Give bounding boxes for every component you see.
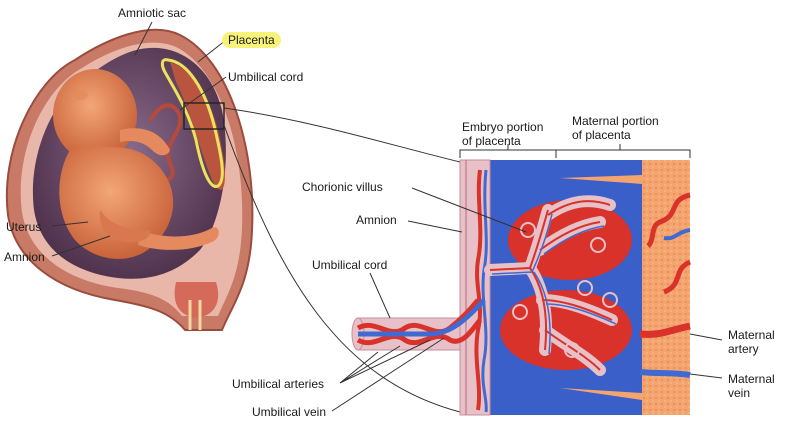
label-maternal-artery: Maternal [728, 328, 775, 342]
label-maternal-vein: Maternal [728, 372, 775, 386]
label-chorionic-villus: Chorionic villus [302, 180, 383, 194]
label-maternal-vein-line2: vein [728, 386, 751, 400]
label-amnion-left: Amnion [4, 250, 45, 264]
label-maternal-portion: Maternal portion [572, 114, 659, 128]
zoom-line-bottom [223, 124, 461, 413]
chorionic-villus [484, 195, 618, 376]
label-umbilical-vein: Umbilical vein [252, 405, 327, 419]
label-maternal-artery-line2: artery [728, 342, 759, 356]
label-uterus: Uterus [6, 220, 42, 234]
maternal-blood-space [488, 160, 646, 415]
fetus [53, 69, 219, 259]
label-amnion-right: Amnion [356, 213, 397, 227]
zoom-line-top [223, 107, 461, 163]
label-embryo-portion-line2: of placenta [462, 134, 521, 148]
label-embryo-portion: Embryo portion [462, 120, 544, 134]
zoom-box [183, 102, 225, 130]
label-amniotic-sac: Amniotic sac [118, 6, 187, 20]
label-maternal-portion-line2: of placenta [572, 128, 631, 142]
uterus-illustration [5, 28, 254, 331]
label-umbilical-cord-top: Umbilical cord [228, 70, 304, 84]
label-umbilical-arteries: Umbilical arteries [232, 377, 325, 391]
leader-lines [51, 21, 723, 412]
placenta-cross-section [351, 144, 692, 416]
label-umbilical-cord-bottom: Umbilical cord [312, 258, 388, 272]
label-placenta: Placenta [222, 32, 281, 48]
